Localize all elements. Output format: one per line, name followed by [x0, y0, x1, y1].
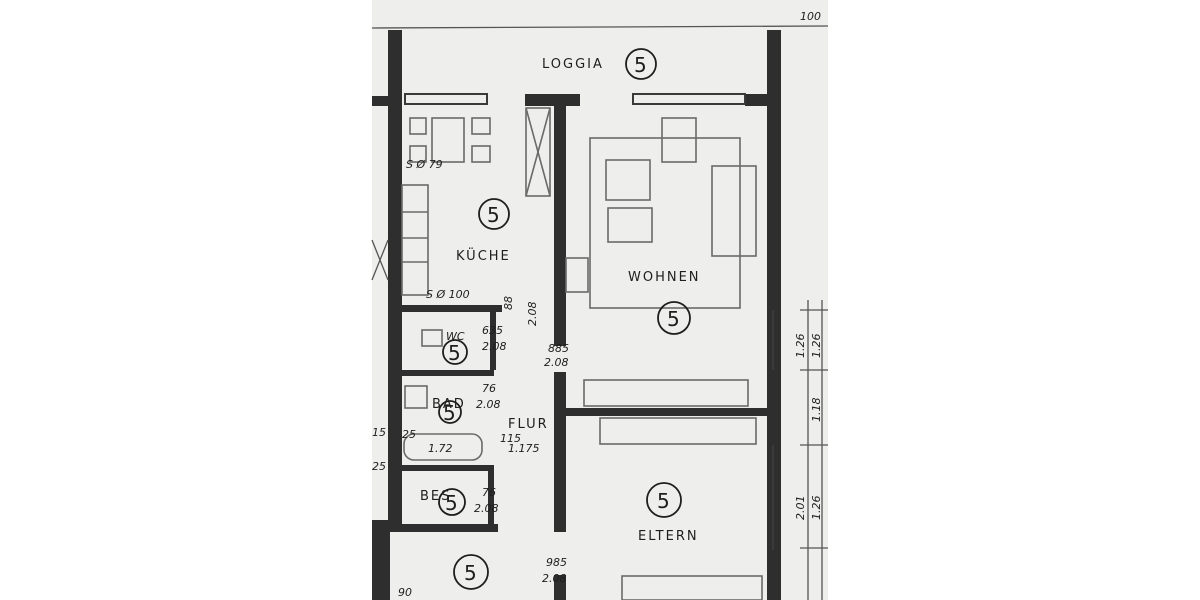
- living-table: [607, 207, 653, 243]
- living-sideboard: [583, 379, 749, 407]
- svg-text:5: 5: [443, 401, 456, 425]
- dim-bad-height: 2.08: [476, 398, 501, 411]
- svg-text:5: 5: [448, 341, 461, 365]
- svg-text:5: 5: [667, 307, 680, 331]
- wall-column-mid: [525, 94, 580, 106]
- kitchen-chair-3: [471, 145, 491, 163]
- wc-bowl: [421, 329, 443, 347]
- dim-right-c1: 2.01: [794, 496, 807, 521]
- wall-wc-right: [490, 310, 496, 370]
- dim-door-208: 2.08: [544, 356, 569, 369]
- wc-sink: [404, 385, 428, 409]
- dim-s-phi-100: S Ø 100: [426, 288, 470, 301]
- svg-text:5: 5: [464, 561, 477, 585]
- kitchen-chair-4: [409, 145, 427, 163]
- wall-bath-bottom: [402, 465, 494, 471]
- dim-flur-width: 115: [500, 432, 521, 445]
- dim-right-c2: 1.26: [810, 496, 823, 521]
- dim-88: 88: [502, 296, 515, 310]
- dim-left-15: 15: [372, 426, 386, 439]
- dim-door2-985: 985: [546, 556, 567, 569]
- mark-bes: 5: [438, 488, 466, 516]
- mark-loggia: 5: [625, 48, 657, 80]
- dim-door-885: 885: [548, 342, 569, 355]
- svg-text:5: 5: [657, 489, 670, 513]
- wall-left-outer: [388, 100, 402, 530]
- svg-text:5: 5: [487, 203, 500, 227]
- wall-corridor-right: [554, 372, 566, 532]
- room-label-kueche: KÜCHE: [456, 247, 511, 264]
- mark-wohnen: 5: [657, 301, 691, 335]
- room-label-wohnen: WOHNEN: [628, 270, 701, 285]
- left-hatch-2: [371, 239, 389, 281]
- kitchen-counter: [401, 184, 429, 296]
- dim-wc-label: WC: [446, 330, 465, 343]
- dim-tub-len: 1.72: [428, 442, 453, 455]
- wall-bes-bottom: [388, 524, 498, 532]
- bathtub: [403, 433, 483, 461]
- wall-window-left: [372, 96, 402, 106]
- window-kueche: [404, 93, 488, 105]
- mark-kueche: 5: [478, 198, 510, 230]
- wall-living-eltern: [566, 408, 770, 416]
- living-cabinet: [661, 117, 697, 163]
- living-desk: [565, 257, 589, 293]
- eltern-wardrobe: [599, 417, 757, 445]
- room-label-flur: FLUR: [508, 417, 549, 432]
- living-bed: [711, 165, 757, 257]
- dim-right-a2: 1.26: [810, 334, 823, 359]
- kitchen-cabinet: [525, 107, 551, 197]
- mark-bad: 5: [438, 400, 462, 425]
- eltern-bed: [621, 575, 763, 600]
- dim-right-b1: 1.18: [810, 398, 823, 423]
- dim-wc-height: 2.08: [482, 340, 507, 353]
- wall-kitchen-living: [554, 106, 566, 346]
- kitchen-chair-1: [409, 117, 427, 135]
- dim-top-right: 100: [800, 10, 821, 23]
- dim-left-25: 25: [402, 428, 416, 441]
- dim-bes-width: 76: [482, 486, 496, 499]
- wall-corridor-right-low: [554, 575, 566, 600]
- dim-bes-height: 2.08: [474, 502, 499, 515]
- svg-text:5: 5: [634, 53, 647, 77]
- room-label-loggia: LOGGIA: [542, 57, 604, 72]
- living-sofa: [605, 159, 651, 201]
- mark-eltern: 5: [646, 482, 682, 518]
- kitchen-chair-2: [471, 117, 491, 135]
- dim-bottom-left: 90: [398, 586, 412, 599]
- dim-right-a1: 1.26: [794, 334, 807, 359]
- wall-right-top: [745, 94, 775, 106]
- kitchen-cabinet-x2: [525, 107, 551, 197]
- wall-bottom-left: [372, 520, 390, 600]
- svg-text:5: 5: [445, 491, 458, 515]
- window-wohnen: [632, 93, 746, 105]
- dim-208-vertical: 2.08: [526, 302, 539, 327]
- dim-flur-depth: 1.175: [508, 442, 540, 455]
- dim-left-25b: 25: [372, 460, 386, 473]
- mark-wc: 5: [442, 339, 468, 365]
- room-label-eltern: ELTERN: [638, 529, 699, 544]
- kitchen-table: [431, 117, 465, 163]
- top-edge-line: [371, 25, 829, 29]
- dim-door2-208: 2.08: [542, 572, 567, 585]
- wall-bath-top: [402, 370, 494, 376]
- dim-wc-width: 635: [482, 324, 503, 337]
- mark-bottom: 5: [453, 554, 489, 590]
- dim-s-phi-79: S Ø 79: [406, 158, 443, 171]
- dim-bad-width: 76: [482, 382, 496, 395]
- wall-kitchen-bottom: [402, 305, 502, 312]
- living-rug: [589, 137, 741, 309]
- wall-bes-right: [488, 470, 494, 528]
